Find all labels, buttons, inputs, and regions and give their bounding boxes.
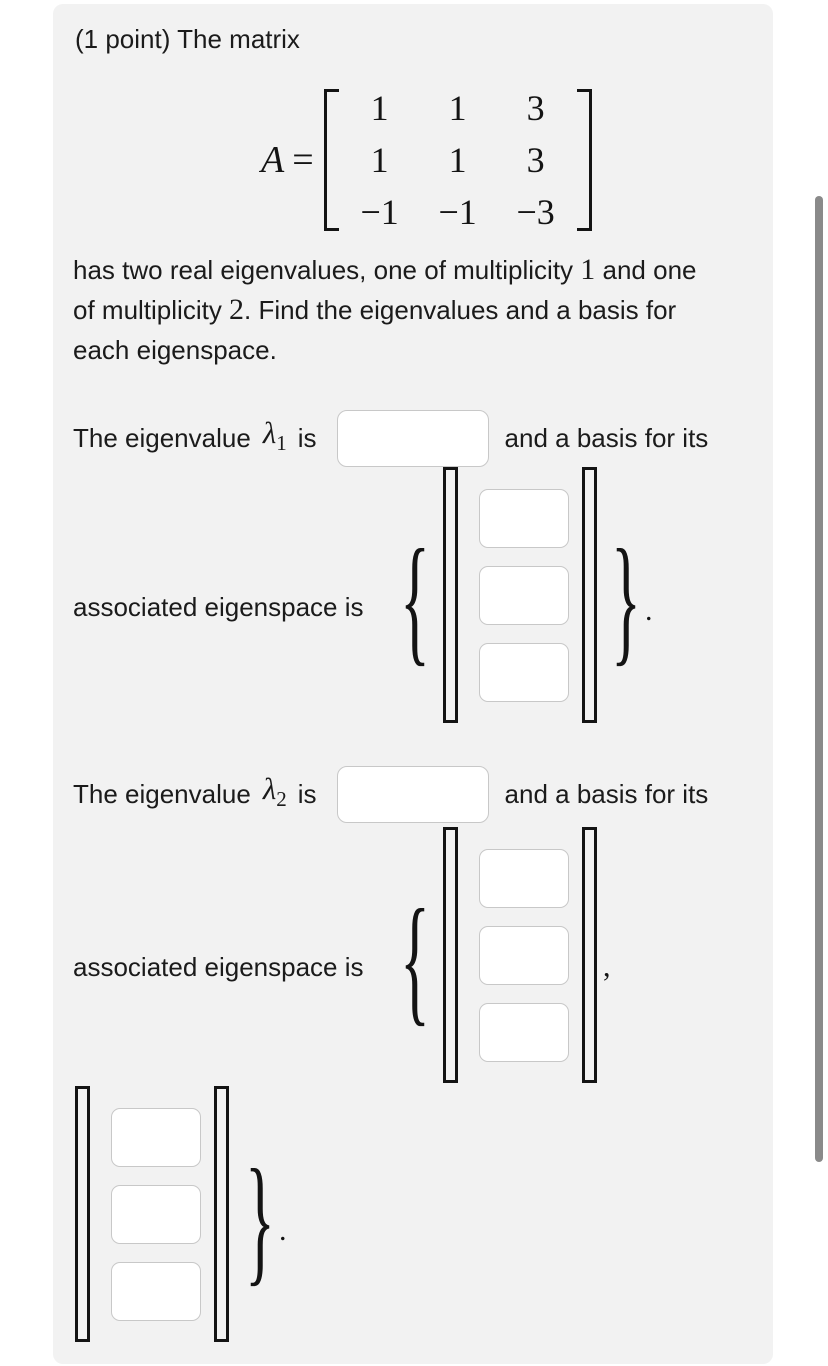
eigenvector-2a-component-2-input[interactable] [479, 925, 569, 985]
eigenvalue-1-row: The eigenvalue λ1 is and a basis for its [73, 409, 708, 467]
eigenvector-1-component-2-input[interactable] [479, 565, 569, 625]
open-brace-icon: { [400, 522, 430, 680]
matrix-cell: 1 [448, 140, 467, 180]
separator-comma: , [603, 950, 611, 983]
problem-statement: has two real eigenvalues, one of multipl… [73, 250, 697, 370]
eigenvalue-1-input[interactable] [336, 409, 489, 467]
matrix-cell: 1 [370, 88, 389, 128]
problem-points-title: (1 point) The matrix [75, 24, 300, 54]
eigenvector-2b [75, 1086, 229, 1342]
vector-bracket-right [214, 1086, 229, 1342]
eigenvector-2b-component-3-input[interactable] [111, 1261, 201, 1321]
multiplicity-two: 2 [229, 293, 245, 326]
matrix-cell: −1 [438, 192, 477, 232]
eigenvalue-2-input[interactable] [336, 765, 489, 823]
eigenvalue-2-prompt: The eigenvalue [73, 779, 251, 809]
multiplicity-one: 1 [580, 253, 596, 286]
matrix-symbol: A [261, 139, 285, 181]
open-brace-icon: { [400, 882, 430, 1040]
matrix-cell: 3 [526, 88, 545, 128]
eigenvector-2b-component-1-input[interactable] [111, 1107, 201, 1167]
matrix-cell: 3 [526, 140, 545, 180]
eigenvector-1 [443, 467, 597, 723]
eigenvalue-1-prompt: The eigenvalue [73, 423, 251, 453]
eigenvector-2a [443, 827, 597, 1083]
vector-bracket-right [582, 467, 597, 723]
eigenvector-1-component-1-input[interactable] [479, 488, 569, 548]
vector-bracket-left [443, 827, 458, 1083]
lambda-2-symbol: λ2 [262, 771, 287, 811]
vector-bracket-left [75, 1086, 90, 1342]
matrix-bracket-right [576, 89, 592, 231]
vector-bracket-left [443, 467, 458, 723]
eigenspace-1-label: associated eigenspace is [73, 592, 364, 622]
matrix-cell: 1 [448, 88, 467, 128]
terminator-period: . [645, 594, 653, 627]
close-brace-icon: } [611, 522, 641, 680]
statement-line-2: of multiplicity 2. Find the eigenvalues … [73, 293, 677, 326]
eigenvector-1-component-3-input[interactable] [479, 642, 569, 702]
vector-bracket-right [582, 827, 597, 1083]
matrix-cell: 1 [370, 140, 389, 180]
eigenvector-2a-component-1-input[interactable] [479, 848, 569, 908]
matrix-cell: −3 [516, 192, 555, 232]
matrix-cells: 1 1 3 1 1 3 −1 −1 −3 [341, 82, 575, 238]
scrollbar-thumb[interactable] [815, 196, 823, 1162]
statement-line-1: has two real eigenvalues, one of multipl… [73, 253, 697, 286]
eigenvalue-2-suffix: and a basis for its [504, 779, 709, 809]
matrix-equation: A = 1 1 3 1 1 3 −1 −1 −3 [261, 80, 592, 240]
lambda-1-symbol: λ1 [262, 415, 287, 455]
eigenvalue-1-suffix: and a basis for its [504, 423, 709, 453]
terminator-period: . [279, 1214, 287, 1247]
equals-sign: = [292, 139, 314, 181]
close-brace-icon: } [245, 1142, 275, 1300]
eigenvector-2b-component-2-input[interactable] [111, 1184, 201, 1244]
eigenvalue-2-row: The eigenvalue λ2 is and a basis for its [73, 765, 708, 823]
problem-panel: (1 point) The matrix A = 1 1 3 1 1 3 −1 … [53, 4, 773, 1364]
eigenvector-2a-component-3-input[interactable] [479, 1002, 569, 1062]
statement-line-3: each eigenspace. [73, 335, 277, 365]
eigenspace-2-label: associated eigenspace is [73, 952, 364, 982]
matrix-cell: −1 [360, 192, 399, 232]
matrix-bracket-left [323, 89, 339, 231]
